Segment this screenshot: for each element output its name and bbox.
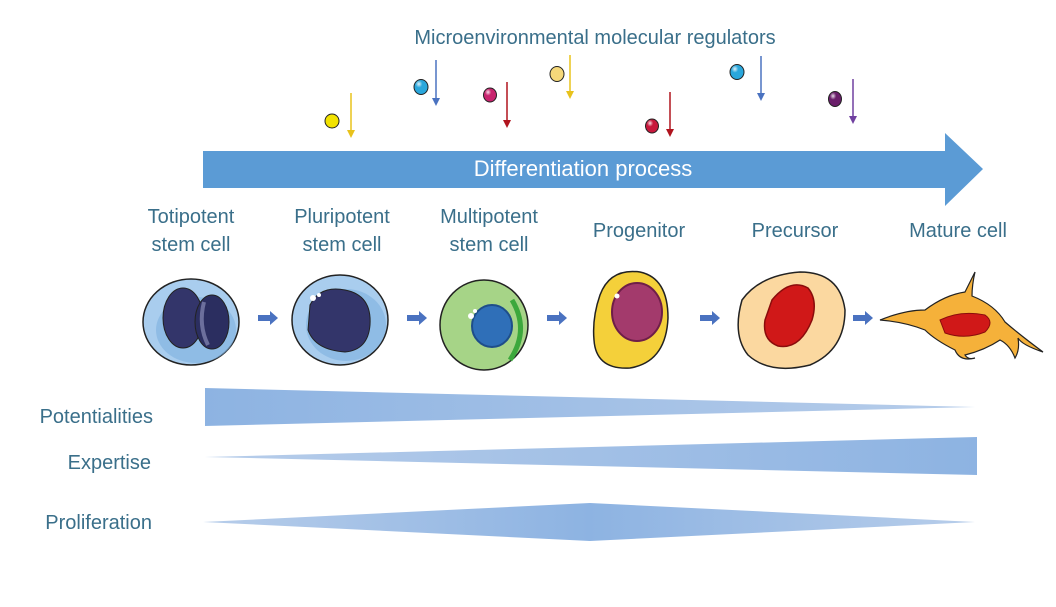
- stage-label-totipotent: Totipotent stem cell: [148, 203, 235, 259]
- totipotent-cell-icon: [142, 278, 240, 366]
- regulator-light-yellow: [549, 55, 574, 99]
- step-arrow-3: [547, 311, 567, 325]
- highlight-dot: [317, 293, 321, 297]
- differentiation-process-label: Differentiation process: [473, 156, 693, 181]
- stage-label-line2: stem cell: [449, 234, 529, 256]
- stage-label-line2: stem cell: [151, 234, 231, 256]
- step-arrow-5: [853, 311, 873, 325]
- highlight-dot: [468, 313, 474, 319]
- regulator-cyan-2: [729, 56, 765, 101]
- arrow-blue-head: [432, 98, 440, 106]
- arrow-yellow-head: [566, 91, 574, 99]
- molecule-yellow-ball: [324, 113, 340, 129]
- trend-potentialities-wedge: [205, 388, 975, 426]
- trend-expertise-wedge: [205, 437, 977, 475]
- trend-label-expertise: Expertise: [67, 452, 151, 474]
- arrow-red-head: [503, 120, 511, 128]
- nucleus: [939, 312, 991, 337]
- molecule-shine: [483, 88, 497, 102]
- molecule-shine: [645, 119, 659, 133]
- regulator-red: [645, 92, 674, 137]
- cell-green-rim: [507, 298, 523, 362]
- trend-label-potentialities: Potentialities: [39, 406, 153, 428]
- step-arrow-2: [407, 311, 427, 325]
- nucleus: [471, 304, 513, 348]
- nucleus: [611, 282, 663, 342]
- arrow-red-head: [666, 129, 674, 137]
- differentiation-process-arrow: [203, 133, 983, 206]
- regulator-yellow: [324, 93, 355, 138]
- pluripotent-cell-icon: [291, 274, 389, 366]
- trend-proliferation-diamond: [203, 503, 975, 541]
- nucleus-highlight: [199, 301, 210, 346]
- stage-label-line1: Multipotent: [440, 206, 538, 228]
- stage-label-line1: Totipotent: [147, 206, 235, 228]
- molecule-shine: [414, 79, 428, 95]
- stage-label-line1: Pluripotent: [294, 206, 390, 228]
- stage-label-progenitor: Progenitor: [592, 220, 686, 242]
- regulator-purple: [828, 79, 857, 124]
- step-arrow-1: [258, 311, 278, 325]
- regulators-title: Microenvironmental molecular regulators: [414, 27, 776, 49]
- step-arrow-4: [700, 311, 720, 325]
- arrow-blue-head: [757, 93, 765, 101]
- precursor-cell-icon: [737, 271, 846, 370]
- highlight-dot: [614, 293, 620, 299]
- trend-label-proliferation: Proliferation: [45, 512, 152, 534]
- multipotent-cell-icon: [439, 279, 529, 371]
- stage-label-line2: stem cell: [302, 234, 382, 256]
- stage-label-pluripotent: Pluripotent stem cell: [294, 203, 390, 259]
- molecule-shine: [828, 91, 842, 107]
- arrow-yellow-head: [347, 130, 355, 138]
- regulator-cyan-1: [413, 60, 440, 106]
- stage-label-mature-cell: Mature cell: [909, 220, 1007, 242]
- mature-cell-icon: [879, 271, 1044, 360]
- arrow-purple-head: [849, 116, 857, 124]
- molecule-shine: [730, 64, 744, 80]
- stage-label-multipotent: Multipotent stem cell: [440, 203, 538, 259]
- nucleus: [307, 288, 371, 353]
- highlight-dot: [310, 295, 316, 301]
- highlight-dot: [473, 309, 477, 313]
- molecule-light-yellow-ball: [549, 66, 565, 82]
- regulator-magenta: [483, 82, 511, 128]
- progenitor-cell-icon: [592, 270, 669, 369]
- stage-label-precursor: Precursor: [751, 220, 839, 242]
- nucleus: [763, 284, 815, 348]
